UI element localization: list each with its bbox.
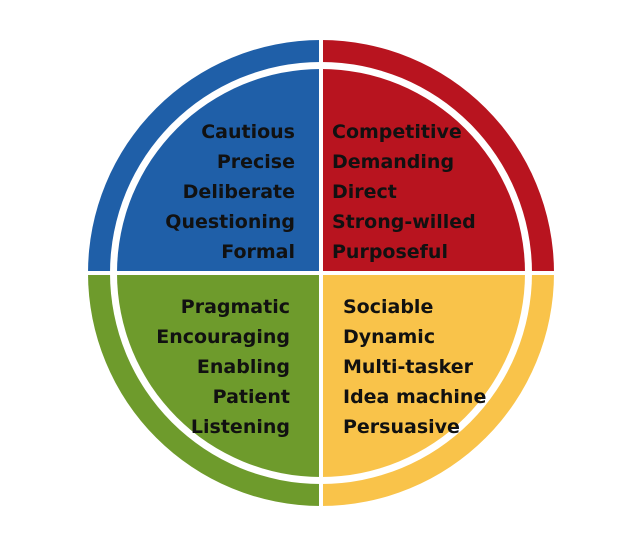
green-word-2: Encouraging (156, 326, 290, 348)
yellow-word-5: Persuasive (343, 416, 460, 438)
yellow-word-2: Dynamic (343, 326, 435, 348)
green-word-3: Enabling (197, 356, 290, 378)
blue-quadrant (117, 69, 321, 273)
green-word-1: Pragmatic (181, 296, 290, 318)
red-quadrant (321, 69, 525, 273)
green-word-5: Listening (191, 416, 290, 438)
red-word-4: Strong-willed (332, 211, 476, 233)
blue-word-4: Questioning (165, 211, 295, 233)
red-word-2: Demanding (332, 151, 454, 173)
red-word-5: Purposeful (332, 241, 448, 263)
green-quadrant (117, 273, 321, 477)
green-word-4: Patient (213, 386, 290, 408)
yellow-word-3: Multi-tasker (343, 356, 474, 378)
blue-quadrant-words: Cautious Precise Deliberate Questioning … (165, 121, 295, 263)
blue-word-3: Deliberate (183, 181, 295, 203)
yellow-quadrant (321, 273, 525, 477)
green-quadrant-words: Pragmatic Encouraging Enabling Patient L… (156, 296, 290, 438)
red-quadrant-words: Competitive Demanding Direct Strong-will… (332, 121, 476, 263)
red-word-1: Competitive (332, 121, 462, 143)
yellow-quadrant-words: Sociable Dynamic Multi-tasker Idea machi… (343, 296, 486, 438)
blue-word-1: Cautious (201, 121, 295, 143)
blue-word-2: Precise (217, 151, 295, 173)
yellow-word-1: Sociable (343, 296, 433, 318)
red-word-3: Direct (332, 181, 397, 203)
yellow-word-4: Idea machine (343, 386, 486, 408)
blue-word-5: Formal (221, 241, 295, 263)
